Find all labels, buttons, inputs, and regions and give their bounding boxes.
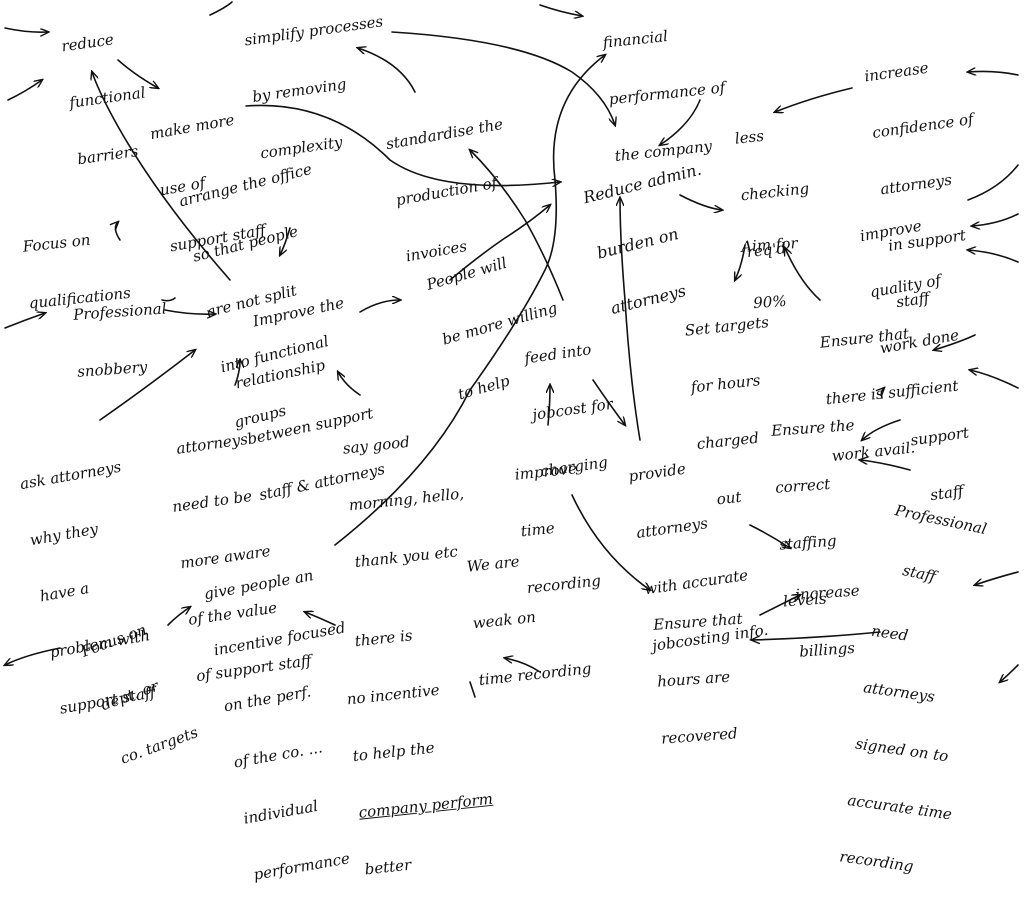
arrow (280, 227, 291, 255)
arrow (735, 244, 746, 280)
arrow (660, 99, 701, 145)
arrow (470, 150, 564, 301)
arrow (881, 388, 884, 399)
arrow (749, 524, 790, 548)
arrow (975, 571, 1019, 585)
arrow (161, 297, 176, 302)
arrow (5, 647, 61, 665)
arrow (972, 213, 1019, 226)
arrow (539, 4, 582, 16)
arrow (775, 87, 853, 112)
node-we-are-weak: We are weak on time recording (465, 552, 593, 690)
arrow (359, 300, 400, 313)
arrow (7, 80, 42, 101)
arrow (209, 1, 233, 16)
node-say-good-morning: say good morning, hello, thank you etc (341, 432, 465, 572)
arrow (785, 248, 821, 301)
arrow (334, 55, 605, 546)
arrow (99, 350, 195, 421)
arrow (92, 72, 231, 281)
arrow (305, 612, 336, 626)
arrow (4, 27, 48, 32)
arrow (592, 379, 625, 425)
arrow (167, 607, 190, 626)
arrow (968, 71, 1019, 75)
arrow (469, 681, 476, 698)
arrow (164, 309, 215, 314)
arrow (571, 494, 650, 590)
node-professional-snobbery: Professional snobbery (72, 299, 168, 381)
arrow (968, 250, 1019, 263)
arrow (449, 205, 550, 281)
arrow (4, 313, 45, 329)
arrow (505, 658, 541, 673)
arrow (115, 222, 121, 241)
arrow (862, 419, 901, 440)
arrow (860, 460, 911, 471)
arrow (1000, 664, 1019, 682)
arrow (620, 198, 641, 441)
arrow (970, 370, 1019, 389)
arrow (391, 31, 615, 125)
arrow (752, 631, 881, 640)
arrow (338, 372, 361, 396)
node-ensure-hours-recovered: Ensure that hours are recovered (652, 609, 744, 748)
arrow (548, 385, 550, 426)
arrow (358, 48, 416, 93)
arrow (117, 59, 158, 88)
arrow-layer (0, 1, 1019, 698)
cognitive-map: reduce functional barriers simplify proc… (0, 1, 1019, 884)
arrow (967, 164, 1019, 201)
arrow (234, 360, 240, 386)
arrow (245, 104, 560, 185)
arrow (934, 334, 976, 350)
node-increase-billings: increase billings (794, 581, 861, 661)
arrow (759, 595, 800, 616)
arrow (679, 194, 722, 210)
